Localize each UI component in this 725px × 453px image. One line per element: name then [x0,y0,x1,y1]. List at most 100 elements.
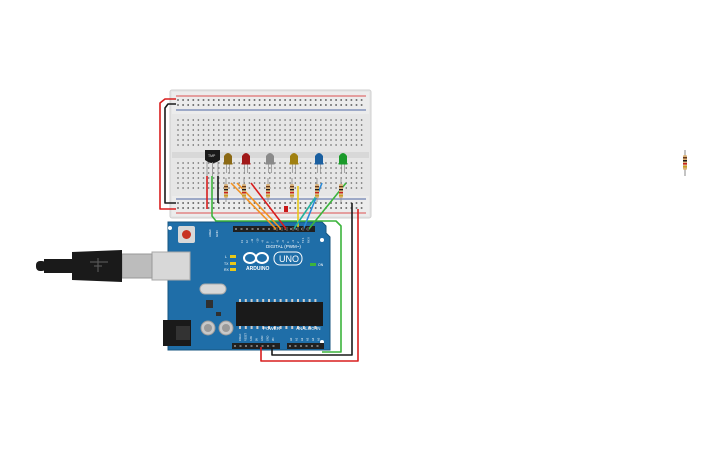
led[interactable] [338,153,348,173]
digital-label: DIGITAL (PWM~) [266,244,301,249]
breadboard-hole [284,144,286,146]
breadboard-hole [187,167,189,169]
breadboard-hole [350,177,353,179]
resistor[interactable] [242,178,246,202]
breadboard-hole [279,129,281,131]
breadboard-hole [202,172,205,174]
breadboard-hole [294,187,296,189]
led[interactable] [241,153,251,173]
breadboard-hole [233,119,235,121]
rail-hole [192,99,195,101]
header-hole [240,228,243,230]
digital-pin-label: ~9 [260,239,264,243]
wire-black[interactable] [271,203,353,356]
rail-hole [360,104,363,106]
rail-hole [187,207,189,209]
led[interactable] [223,153,233,173]
chip-pin [279,326,282,329]
rail-hole [263,202,266,204]
breadboard-hole [289,177,291,179]
digital-pin-label: RX 0 [306,237,310,243]
breadboard-hole [320,139,322,141]
led[interactable] [265,153,275,173]
wire-green[interactable] [211,176,342,353]
wire-orange[interactable] [230,182,278,231]
temperature-sensor[interactable]: TMP [205,150,220,176]
breadboard-hole [238,182,240,184]
breadboard-hole [269,119,271,121]
breadboard-hole [284,172,286,174]
breadboard-hole [274,129,276,131]
breadboard-hole [228,182,230,184]
breadboard-hole [213,172,215,174]
breadboard-hole [309,119,312,121]
resistor[interactable] [290,178,294,202]
breadboard-hole [264,182,266,184]
breadboard-hole [253,129,256,131]
loose-resistor[interactable] [683,150,687,176]
header-hole [246,228,248,230]
header-hole [311,345,313,347]
breadboard-hole [284,187,286,189]
rail-hole [207,104,210,106]
rail-hole [350,104,353,106]
breadboard-hole [355,182,358,184]
rail-hole [223,207,225,209]
wire-teal[interactable] [292,194,318,231]
breadboard-hole [284,167,286,169]
chip-pin [250,326,253,329]
breadboard-hole [192,124,194,126]
rail-hole [218,99,220,101]
reset-button-cap[interactable] [182,230,191,239]
header-hole [261,345,264,347]
wire-red[interactable] [159,98,176,210]
chip-pin [302,326,305,329]
rail-hole [243,202,246,204]
resistor[interactable] [339,178,343,202]
breadboard-hole [202,187,205,189]
analog-pin-label: A1 [295,337,299,341]
breadboard-hole [345,144,347,146]
power-pin-label: GND [267,335,270,341]
breadboard-hole [197,162,200,164]
breadboard-hole [207,172,210,174]
rail-hole [197,202,200,204]
header-hole [295,228,298,230]
wire-black[interactable] [164,103,176,204]
rail-hole [258,207,261,209]
breadboard-hole [264,172,266,174]
breadboard-hole [340,134,342,136]
breadboard-hole [360,139,363,141]
led[interactable] [289,153,299,173]
wire-red[interactable] [250,182,288,231]
rail-hole [299,202,302,204]
breadboard-hole [238,129,240,131]
led[interactable] [314,153,324,173]
wire-red[interactable] [260,209,359,362]
breadboard-hole [197,177,200,179]
usb-cable-strain-relief [44,259,72,273]
chip-pin [268,299,270,302]
breadboard-hole [197,144,200,146]
breadboard-hole [340,139,342,141]
breadboard-hole [304,119,307,121]
rail-hole [325,99,327,101]
breadboard-hole [289,124,291,126]
resistor[interactable] [266,178,270,202]
usb-cable[interactable] [36,250,191,282]
rail-hole [340,207,342,209]
wire-end [286,227,288,231]
breadboard-hole [218,124,220,126]
breadboard-hole [202,162,205,164]
rail-hole [289,207,291,209]
resistor[interactable] [315,178,319,202]
breadboard-hole [264,187,266,189]
resistor[interactable] [224,178,228,202]
breadboard-hole [345,139,347,141]
header-hole [262,228,265,230]
breadboard-hole [213,162,215,164]
breadboard-hole [279,167,281,169]
breadboard-hole [187,129,189,131]
breadboard-hole [360,172,363,174]
